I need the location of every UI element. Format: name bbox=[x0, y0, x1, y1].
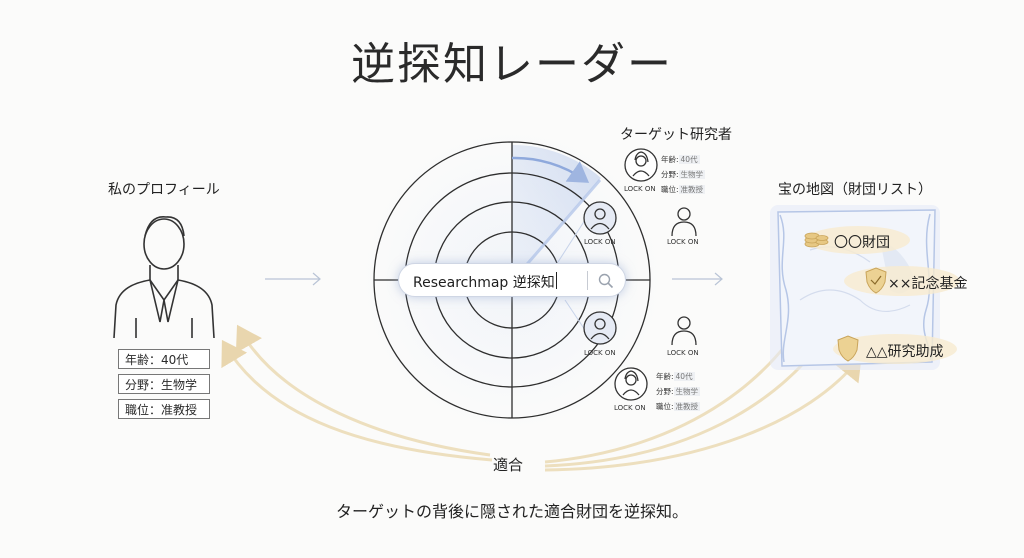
stat-key: 年齢: bbox=[661, 155, 679, 164]
lock-on-label: LOCK ON bbox=[667, 238, 699, 246]
fit-arrow-1 bbox=[235, 324, 491, 457]
search-input[interactable]: Researchmap 逆探知 bbox=[398, 263, 626, 297]
stat-key: 職位: bbox=[661, 185, 679, 194]
lock-on-label: LOCK ON bbox=[667, 349, 699, 357]
stat-value: 生物学 bbox=[678, 170, 706, 179]
profile-age: 年齢：40代 bbox=[118, 349, 210, 369]
stat-key: 分野: bbox=[656, 387, 674, 396]
lock-on-label: LOCK ON bbox=[614, 404, 646, 412]
fund-item-1: 〇〇財団 bbox=[834, 235, 890, 251]
stat-key: 分野: bbox=[661, 170, 679, 179]
target-stats-bottom: 年齢:40代 分野:生物学 職位:准教授 bbox=[656, 368, 701, 413]
search-divider bbox=[587, 271, 588, 290]
target-avatar-top bbox=[624, 148, 658, 182]
fit-arrow-2 bbox=[221, 339, 493, 462]
stat-key: 年齢: bbox=[656, 372, 674, 381]
text-cursor bbox=[556, 272, 557, 289]
shield-check-icon bbox=[865, 267, 887, 294]
fund-glow-3 bbox=[833, 334, 957, 364]
profile-label: 私のプロフィール bbox=[108, 182, 220, 198]
profile-person-icon bbox=[113, 216, 215, 339]
search-input-text: Researchmap 逆探知 bbox=[413, 275, 555, 291]
profile-position: 職位：准教授 bbox=[118, 399, 210, 419]
person-icon-right-1 bbox=[671, 207, 697, 237]
fund-glow-1 bbox=[806, 226, 910, 254]
stat-value: 生物学 bbox=[673, 387, 701, 396]
target-avatar-mid-1 bbox=[583, 201, 617, 235]
stat-value: 准教授 bbox=[673, 402, 701, 411]
stat-value: 准教授 bbox=[678, 185, 706, 194]
treasure-map-label: 宝の地図（財団リスト） bbox=[778, 182, 932, 198]
target-avatar-mid-2 bbox=[583, 311, 617, 345]
fund-item-3: △△研究助成 bbox=[866, 344, 944, 360]
shield-icon bbox=[837, 335, 859, 362]
lock-on-label: LOCK ON bbox=[584, 349, 616, 357]
flow-arrows bbox=[265, 272, 723, 286]
stat-key: 職位: bbox=[656, 402, 674, 411]
page-title: 逆探知レーダー bbox=[351, 39, 673, 90]
stat-value: 40代 bbox=[673, 372, 695, 381]
fit-label: 適合 bbox=[493, 456, 524, 474]
coins-icon bbox=[804, 232, 829, 248]
target-avatar-bottom bbox=[614, 367, 648, 401]
treasure-map bbox=[770, 205, 960, 370]
stat-value: 40代 bbox=[678, 155, 700, 164]
target-researchers-label: ターゲット研究者 bbox=[620, 127, 732, 143]
lock-on-label: LOCK ON bbox=[624, 185, 656, 193]
caption: ターゲットの背後に隠された適合財団を逆探知。 bbox=[335, 502, 688, 521]
fit-arrow-5 bbox=[544, 355, 862, 472]
profile-field: 分野：生物学 bbox=[118, 374, 210, 394]
lock-on-label: LOCK ON bbox=[584, 238, 616, 246]
fund-item-2: ××記念基金 bbox=[888, 276, 968, 292]
search-icon[interactable] bbox=[597, 272, 615, 290]
person-icon-right-2 bbox=[671, 316, 697, 346]
target-stats-top: 年齢:40代 分野:生物学 職位:准教授 bbox=[661, 151, 706, 196]
